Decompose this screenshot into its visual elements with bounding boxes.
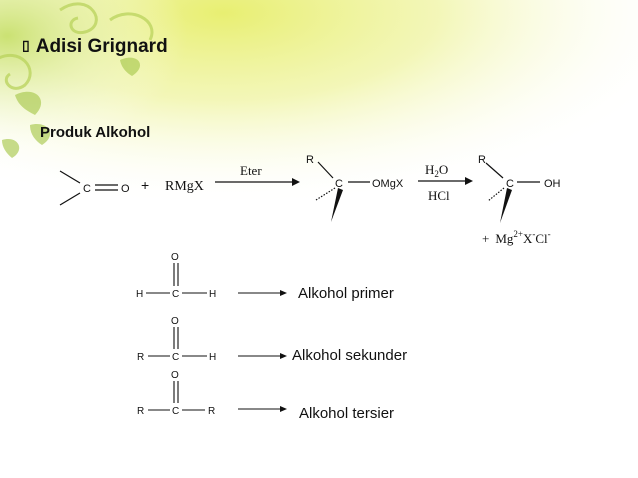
product-carbon: C	[506, 178, 514, 190]
product-label: Alkohol tersier	[299, 405, 394, 422]
title-text: Adisi Grignard	[35, 36, 168, 57]
intermediate-carbon: C	[335, 178, 343, 190]
slide-title: ▯ Adisi Grignard	[22, 36, 168, 58]
product-oh: OH	[544, 178, 561, 190]
left-substituent: R	[137, 352, 144, 363]
intermediate-r: R	[306, 154, 314, 166]
right-substituent: H	[209, 289, 216, 300]
left-substituent: H	[136, 289, 143, 300]
leaf-icon	[2, 57, 141, 158]
arrow-label-ether: Eter	[240, 163, 262, 178]
oxygen-atom: O	[171, 252, 179, 263]
carbon-atom: C	[172, 352, 179, 363]
swirl-icon	[0, 2, 154, 90]
reactant-carbon: C	[83, 183, 91, 195]
product-label: Alkohol primer	[298, 285, 394, 302]
right-substituent: R	[208, 406, 215, 417]
slide-subtitle: Produk Alkohol	[40, 124, 151, 141]
arrow-label-water: H2O	[425, 162, 448, 179]
oxygen-atom: O	[171, 316, 179, 327]
carbon-atom: C	[172, 289, 179, 300]
right-substituent: H	[209, 352, 216, 363]
row-secondary: O R C H Alkohol sekunder	[137, 316, 407, 364]
bullet-icon: ▯	[22, 37, 30, 53]
carbon-atom: C	[172, 406, 179, 417]
arrow-label-hcl: HCl	[428, 188, 450, 203]
grignard-reagent: RMgX	[165, 179, 204, 194]
plus-sign: +	[141, 177, 149, 193]
reactant-oxygen: O	[121, 183, 130, 195]
left-substituent: R	[137, 406, 144, 417]
oxygen-atom: O	[171, 370, 179, 381]
row-primary: O H C H Alkohol primer	[136, 252, 394, 302]
row-tertiary: O R C R Alkohol tersier	[137, 370, 394, 422]
product-r: R	[478, 154, 486, 166]
intermediate-omgx: OMgX	[372, 178, 404, 190]
product-label: Alkohol sekunder	[292, 347, 407, 364]
byproduct-salt: +Mg2+X-Cl-	[482, 229, 551, 246]
